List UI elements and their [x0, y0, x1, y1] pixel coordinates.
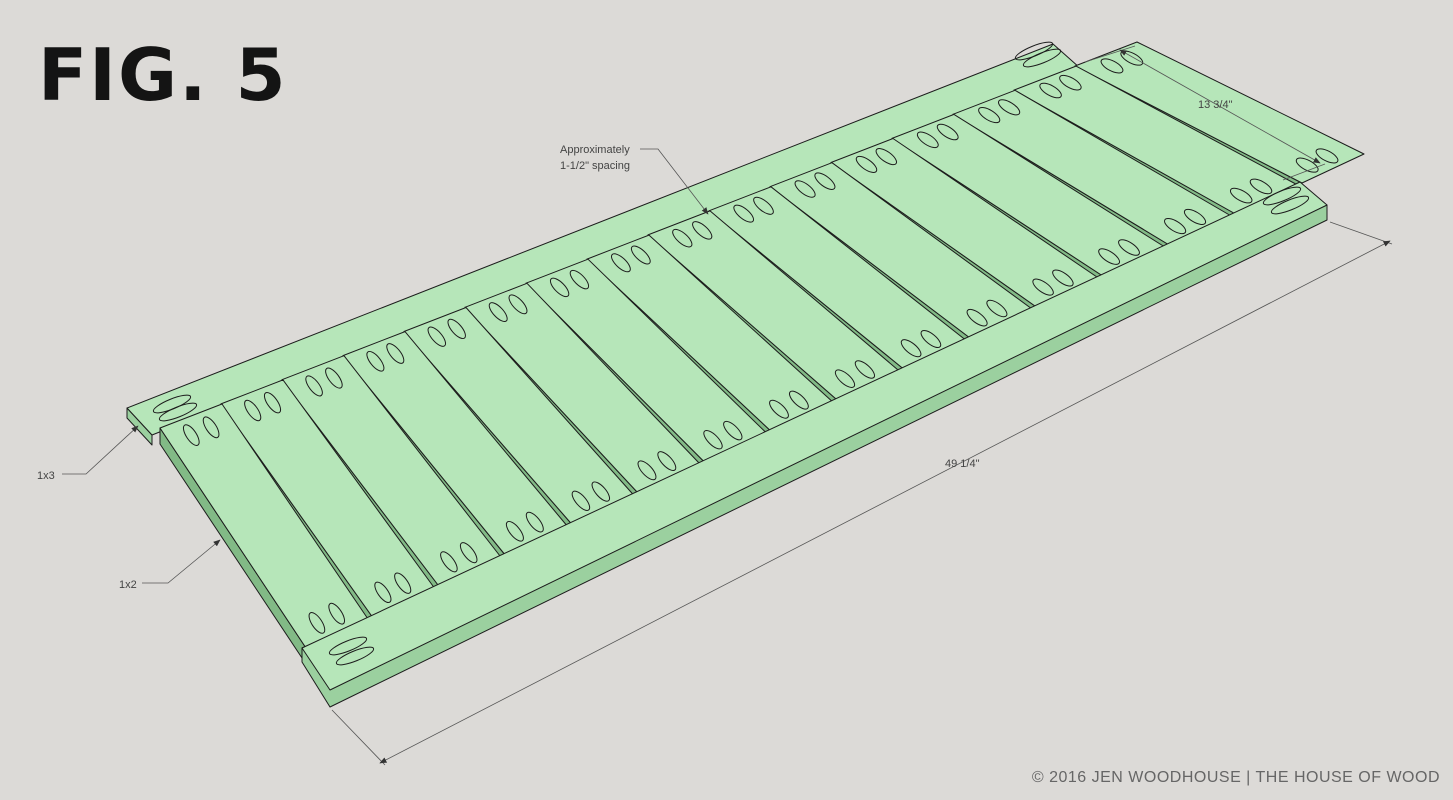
figure-title: FIG. 5	[38, 33, 288, 117]
spacing-label-line2: 1-1/2" spacing	[560, 160, 630, 172]
pocket-hole	[1270, 195, 1310, 215]
pocket-hole	[1014, 41, 1054, 61]
rail-annotation: 1x3	[37, 425, 139, 482]
slat	[159, 403, 369, 665]
length-dimension: 49 1/4"	[331, 221, 1393, 766]
pocket-hole	[152, 394, 192, 414]
slat-annotation: 1x2	[119, 539, 221, 591]
length-dimension-label: 49 1/4"	[945, 458, 980, 470]
copyright-text: © 2016 JEN WOODHOUSE | THE HOUSE OF WOOD	[1032, 769, 1440, 786]
rail-pocket-holes	[152, 41, 1310, 666]
pocket-hole	[328, 636, 368, 656]
rail-label: 1x3	[37, 470, 55, 482]
pocket-hole	[1262, 186, 1302, 206]
spacing-label-line1: Approximately	[560, 144, 630, 156]
width-dimension: 13 3/4"	[1084, 45, 1326, 181]
width-dimension-label: 13 3/4"	[1198, 99, 1233, 111]
slat-label: 1x2	[119, 579, 137, 591]
spacing-annotation: Approximately 1-1/2" spacing	[560, 144, 709, 215]
pocket-hole	[335, 646, 375, 666]
